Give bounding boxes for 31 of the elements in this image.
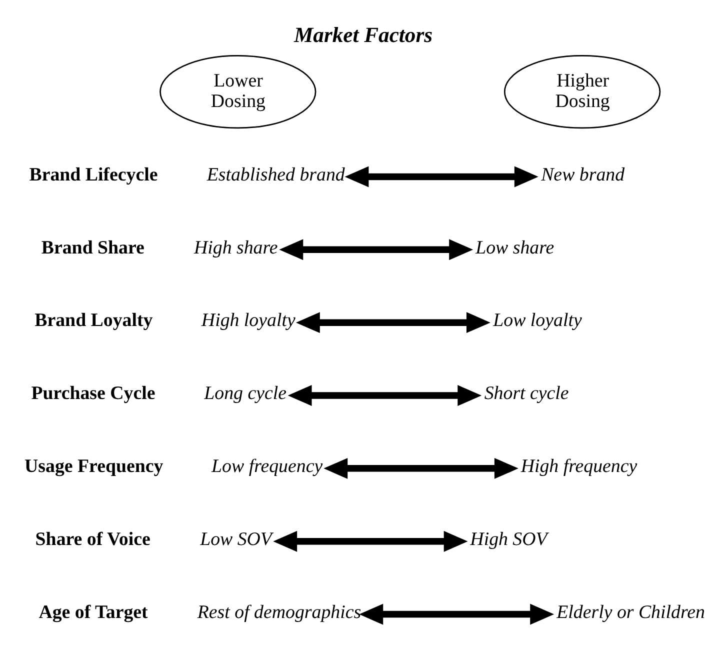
node-text: Established brand [206, 164, 345, 185]
label: Share of Voice [35, 528, 150, 550]
node-text: Rest of demographics [197, 601, 362, 622]
node-text: Low loyalty [493, 310, 582, 331]
arrow [296, 312, 490, 333]
node-text: Long cycle [204, 382, 286, 404]
label: Purchase Cycle [31, 382, 156, 404]
node-text: Low share [476, 236, 554, 258]
arrow [279, 238, 474, 260]
node-ellipse: Higher Dosing [504, 54, 661, 128]
arrow [359, 603, 554, 624]
arrow [344, 166, 538, 187]
node-text: High loyalty [201, 310, 296, 331]
arrow [324, 457, 518, 478]
label: Usage Frequency [24, 456, 164, 477]
node-text: High SOV [470, 528, 548, 550]
node-ellipse: Lower Dosing [160, 54, 316, 128]
node-text: Short cycle [484, 382, 569, 404]
node-text: Elderly or Children [556, 601, 705, 622]
label: Brand Lifecycle [29, 164, 158, 185]
arrow [273, 530, 468, 552]
node-text: Low SOV [200, 528, 272, 550]
node-text: Low frequency [212, 456, 323, 477]
node-text: New brand [541, 164, 625, 185]
label: Age of Target [38, 601, 148, 622]
label: Brand Loyalty [34, 310, 153, 331]
arrow [288, 384, 482, 406]
node-text: High share [194, 236, 278, 258]
diagram-title: Market Factors [294, 22, 433, 46]
label: Brand Share [41, 236, 144, 258]
node-text: High frequency [520, 456, 638, 477]
